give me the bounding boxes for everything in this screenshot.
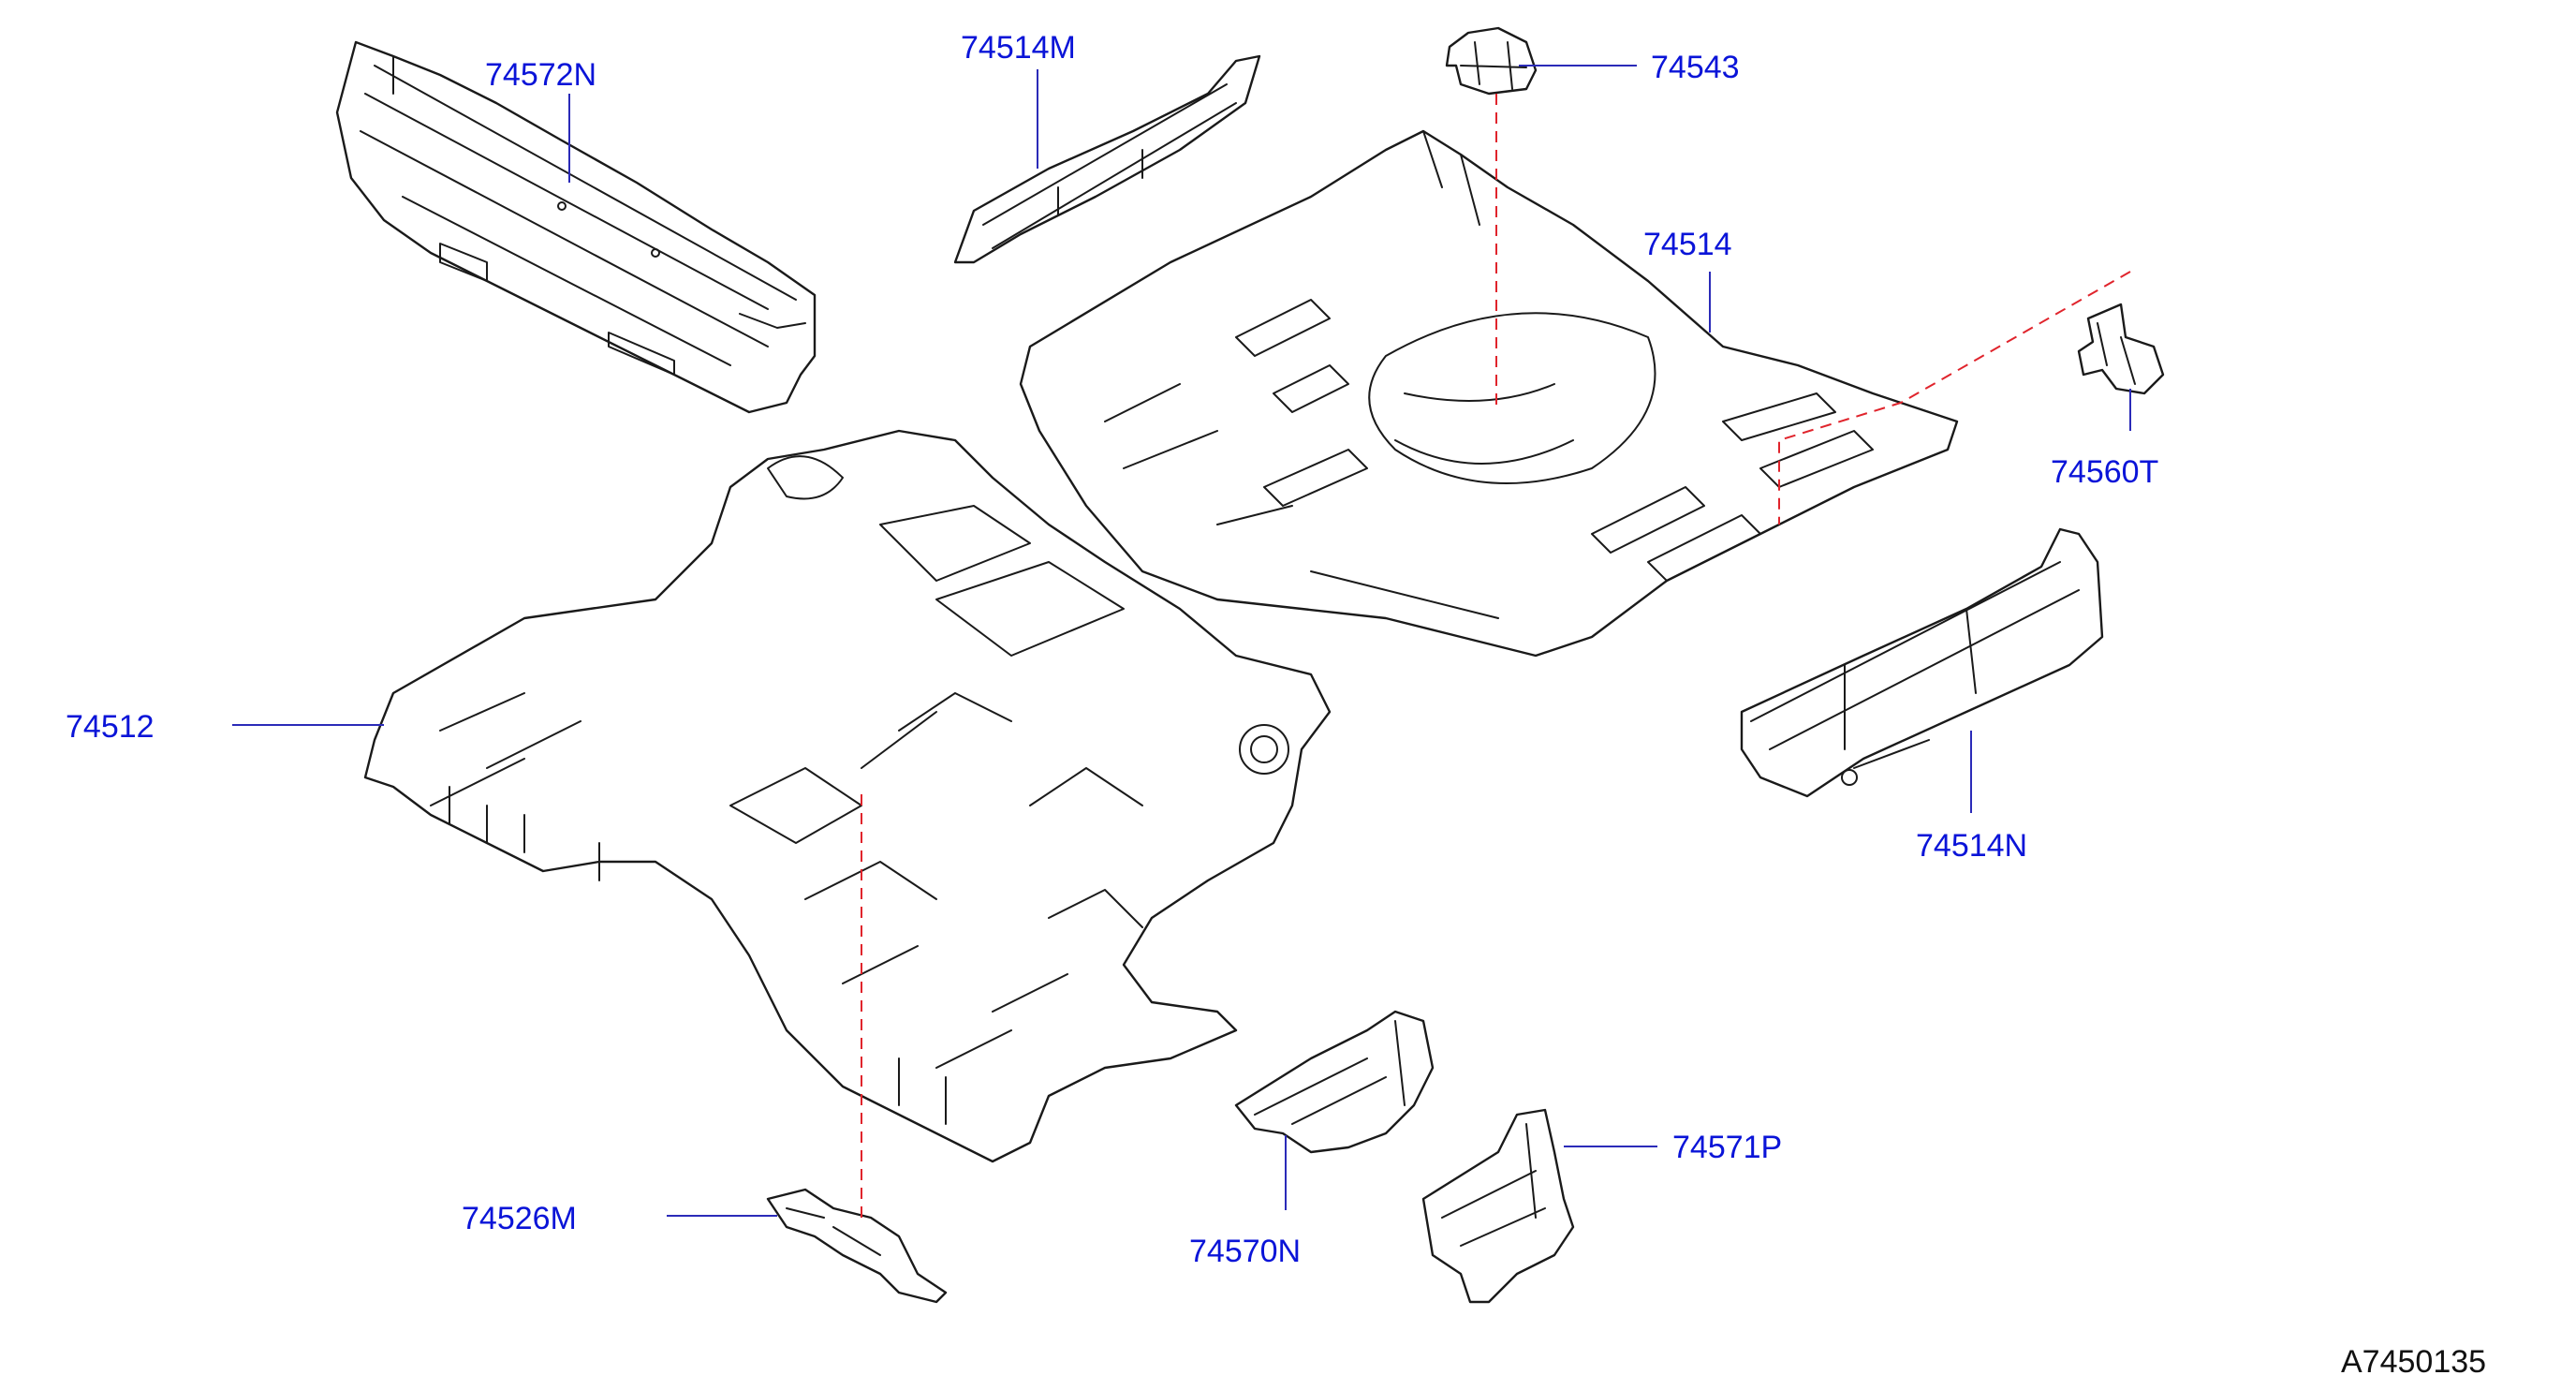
part-74560T-bracket — [2077, 303, 2165, 395]
label-74514: 74514 — [1643, 227, 1732, 262]
part-labels: 74572N 74514M 74543 74514 74560T 74514N … — [66, 30, 2158, 1269]
part-74514M-side-member — [953, 54, 1261, 264]
leader-lines — [232, 65, 2131, 1217]
label-74543: 74543 — [1651, 50, 1740, 85]
label-74514N: 74514N — [1916, 828, 2027, 864]
part-74512-front-floor — [363, 429, 1332, 1163]
label-74572N: 74572N — [485, 57, 596, 93]
part-74514N-side-member — [1740, 527, 2104, 798]
alignment-lines — [861, 94, 2131, 1218]
label-74560T: 74560T — [2051, 454, 2158, 490]
part-74543-bracket — [1445, 26, 1538, 96]
part-74570N-bracket — [1234, 1010, 1435, 1154]
part-74514-rear-floor — [1019, 129, 1959, 658]
label-74571P: 74571P — [1672, 1130, 1782, 1165]
label-74526M: 74526M — [462, 1201, 577, 1236]
alignment-line-74560T — [1778, 271, 2131, 525]
part-74571P-bracket — [1421, 1108, 1575, 1304]
label-74570N: 74570N — [1189, 1234, 1301, 1269]
part-74572N-rear-panel — [335, 40, 817, 414]
label-74514M: 74514M — [961, 30, 1076, 66]
drawing-code: A7450135 — [2341, 1344, 2486, 1380]
label-74512: 74512 — [66, 709, 155, 745]
part-74526M-bracket — [766, 1188, 948, 1304]
